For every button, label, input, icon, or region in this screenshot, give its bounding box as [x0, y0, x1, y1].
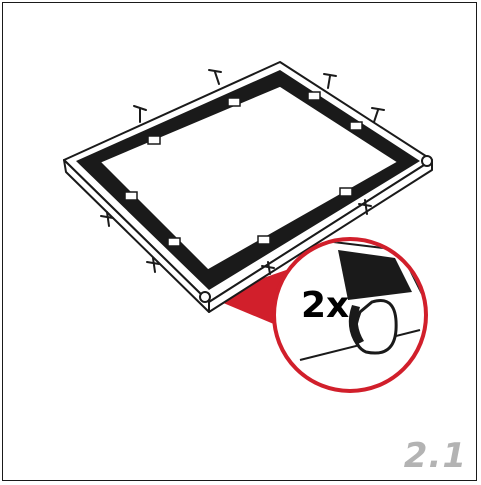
- corner-ring-icon: [421, 155, 433, 167]
- quantity-label: 2x: [301, 285, 350, 326]
- tie-down-icon: [323, 73, 337, 89]
- tie-down-icon: [133, 105, 147, 123]
- clip-icon: [349, 121, 363, 131]
- corner-ring-icon: [199, 291, 211, 303]
- clip-icon: [167, 237, 181, 247]
- clip-icon: [124, 191, 138, 201]
- tie-down-icon: [146, 257, 160, 273]
- frame-right-edge: [208, 159, 433, 313]
- tie-down-icon: [371, 107, 385, 123]
- clip-icon: [257, 235, 271, 245]
- clip-icon: [227, 97, 241, 107]
- step-number: 2.1: [403, 436, 467, 476]
- frame-opening: [98, 85, 400, 271]
- tie-down-icon: [100, 211, 114, 227]
- frame-band: [76, 70, 420, 290]
- tie-down-icon: [208, 69, 222, 85]
- clip-icon: [147, 135, 161, 145]
- tie-down-icon: [261, 261, 275, 275]
- clip-icon: [307, 91, 321, 101]
- tie-down-icon: [358, 199, 372, 215]
- clip-icon: [339, 187, 353, 197]
